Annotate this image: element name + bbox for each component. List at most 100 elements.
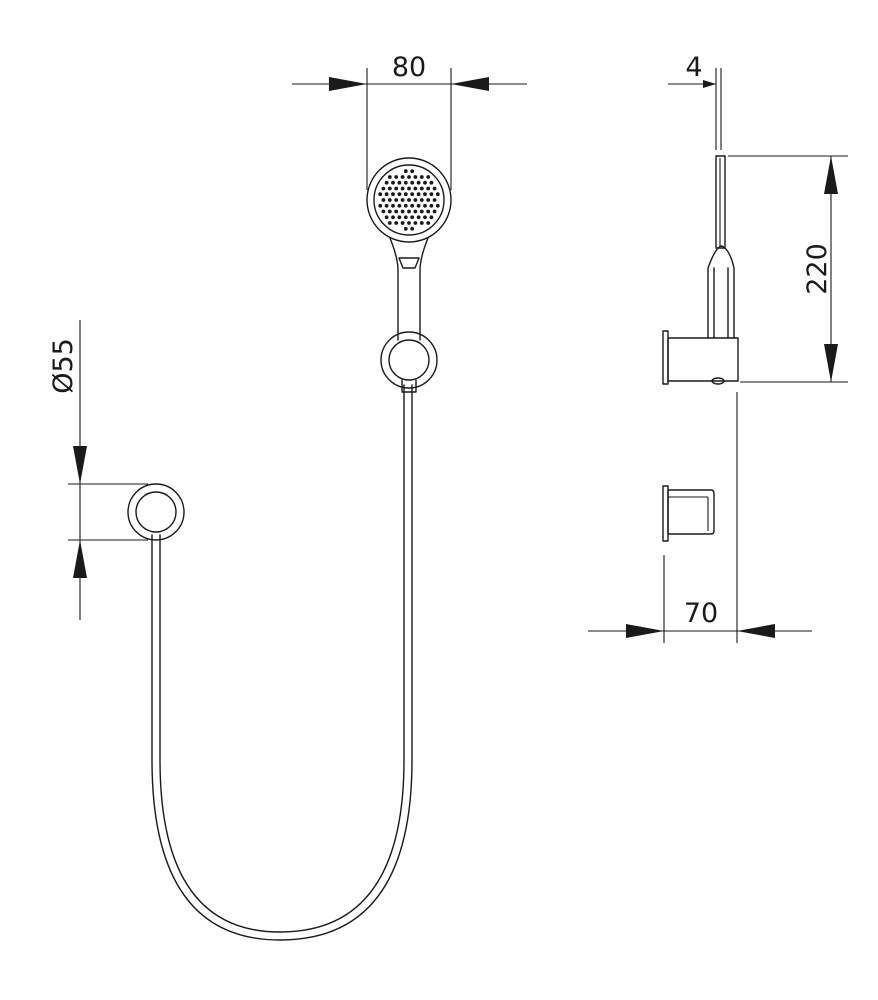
dim-label-80: 80 (392, 52, 426, 83)
nozzle-dot (403, 215, 408, 220)
nozzle-dot (378, 203, 383, 208)
nozzle-dot (381, 186, 386, 191)
nozzle-dot (429, 192, 434, 197)
nozzle-dot (426, 198, 431, 202)
dimension-diameter: Ø55 (48, 320, 148, 620)
nozzle-dot (394, 175, 399, 179)
nozzle-dot (419, 175, 424, 179)
nozzle-dot (403, 192, 408, 197)
dim-label-70: 70 (684, 598, 718, 629)
nozzle-dot (400, 198, 405, 202)
hose (151, 384, 413, 941)
handle-side (707, 245, 735, 339)
nozzle-dot (403, 180, 408, 185)
bracket-body (667, 337, 739, 382)
nozzle-dot (419, 186, 424, 191)
nozzle-dot (397, 180, 402, 185)
dimension-70: 70 (588, 392, 812, 643)
nozzle-dot (410, 203, 415, 208)
wall-outlet-inner (135, 491, 177, 533)
outlet-body (667, 489, 715, 535)
nozzle-dot (407, 221, 411, 225)
nozzle-dot (423, 215, 427, 220)
nozzle-dot (413, 221, 418, 225)
nozzle-dot (384, 215, 389, 220)
nozzle-dot (400, 209, 405, 214)
nozzle-dot (384, 192, 389, 197)
nozzle-dot (435, 203, 440, 208)
nozzle-dot (413, 186, 418, 191)
dim-label-diameter: Ø55 (48, 338, 79, 394)
nozzle-dot (391, 215, 395, 220)
nozzle-dot (410, 169, 415, 174)
nozzle-dot (387, 209, 392, 214)
nozzle-dot (397, 215, 402, 220)
nozzle-dot (407, 209, 411, 214)
nozzle-dot (403, 169, 408, 174)
nozzle-dot (378, 192, 383, 197)
nozzle-dot (400, 175, 405, 179)
nozzle-dot (423, 192, 427, 197)
nozzle-dot (407, 186, 411, 191)
nozzle-dot (397, 192, 402, 197)
bracket-wall-plate (662, 330, 669, 385)
dimension-220: 220 (728, 155, 848, 383)
nozzle-dot (416, 180, 421, 185)
holder-bracket-inner (388, 339, 430, 381)
head-side (715, 155, 726, 249)
nozzle-dot (400, 221, 405, 225)
nozzle-dot (384, 203, 389, 208)
nozzle-dot (419, 209, 424, 214)
side-view (662, 155, 739, 542)
spray-nozzles (378, 169, 440, 231)
nozzle-dot (381, 198, 386, 202)
nozzle-dot (394, 209, 399, 214)
nozzle-dot (429, 215, 434, 220)
nozzle-dot (426, 175, 431, 179)
nozzle-dot (391, 192, 395, 197)
nozzle-dot (413, 175, 418, 179)
dim-label-4: 4 (685, 52, 702, 83)
holder-bracket-stem (401, 379, 417, 393)
nozzle-dot (394, 186, 399, 191)
wall-outlet-outer (127, 483, 185, 541)
hose-inner (159, 384, 405, 933)
nozzle-dot (403, 203, 408, 208)
shower-head-face (373, 164, 445, 236)
nozzle-dot (423, 203, 427, 208)
nozzle-dot (413, 209, 418, 214)
nozzle-dot (419, 221, 424, 225)
shower-head-outer (366, 157, 452, 243)
nozzle-dot (429, 203, 434, 208)
nozzle-dot (435, 192, 440, 197)
handle-neck (398, 257, 420, 269)
nozzle-dot (426, 221, 431, 225)
nozzle-dot (384, 180, 389, 185)
nozzle-dot (381, 209, 386, 214)
nozzle-dot (410, 180, 415, 185)
nozzle-dot (416, 203, 421, 208)
nozzle-dot (426, 186, 431, 191)
nozzle-dot (391, 180, 395, 185)
dimension-4: 4 (668, 52, 722, 150)
nozzle-dot (407, 175, 411, 179)
nozzle-dot (394, 198, 399, 202)
nozzle-dot (387, 198, 392, 202)
dimension-80: 80 (292, 52, 527, 190)
holder-bracket-outer (380, 331, 438, 389)
bracket-screw (711, 377, 725, 385)
nozzle-dot (419, 198, 424, 202)
nozzle-dot (429, 180, 434, 185)
nozzle-dot (400, 186, 405, 191)
shower-handle (389, 237, 429, 341)
nozzle-dot (397, 203, 402, 208)
nozzle-dot (410, 226, 415, 231)
nozzle-dot (432, 209, 437, 214)
nozzle-dot (426, 209, 431, 214)
nozzle-dot (432, 198, 437, 202)
nozzle-dot (410, 215, 415, 220)
nozzle-dot (416, 192, 421, 197)
nozzle-dot (403, 226, 408, 231)
nozzle-dot (387, 186, 392, 191)
